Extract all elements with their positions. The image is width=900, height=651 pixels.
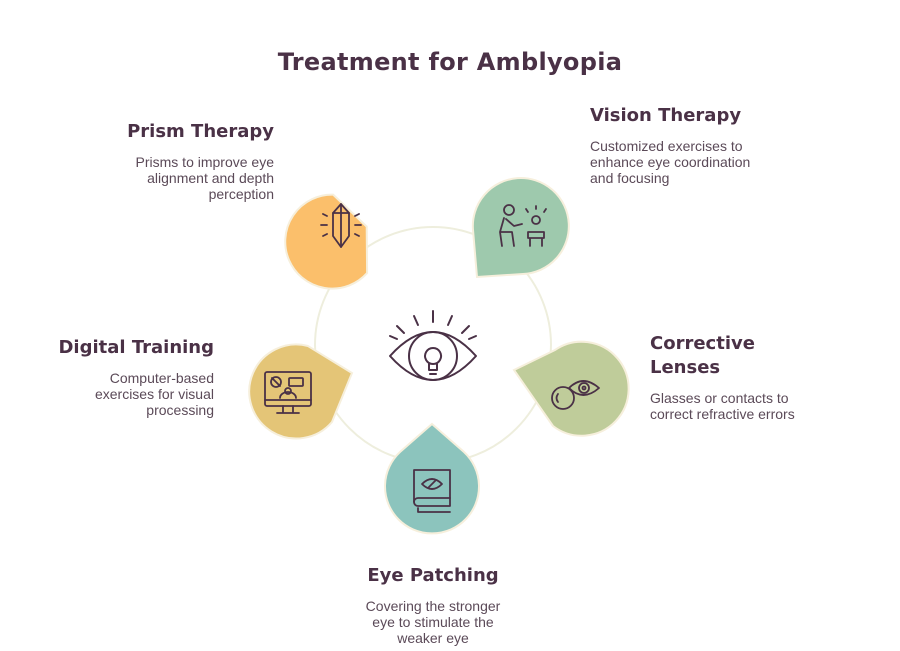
vision-therapy-title: Vision Therapy <box>590 105 742 126</box>
eye-patching-title: Eye Patching <box>367 565 499 586</box>
corrective-lenses-title: Corrective Lenses <box>650 333 755 378</box>
vision-teardrop <box>471 177 570 279</box>
vision-therapy-desc: Customized exercises to enhance eye coor… <box>590 138 751 186</box>
node-prism-therapy <box>284 193 369 290</box>
digital-training-desc: Computer-based exercises for visual proc… <box>94 370 214 418</box>
node-corrective-lenses <box>512 340 630 437</box>
prism-therapy-desc: Prisms to improve eye alignment and dept… <box>135 154 274 202</box>
prism-therapy-block: Prism Therapy Prisms to improve eye alig… <box>84 120 274 202</box>
vision-therapy-block: Vision Therapy Customized exercises to e… <box>590 104 770 186</box>
lenses-teardrop <box>512 340 630 437</box>
eye-lightbulb-icon <box>389 310 477 381</box>
corrective-lenses-desc: Glasses or contacts to correct refractiv… <box>650 390 795 422</box>
diagram-title: Treatment for Amblyopia <box>277 48 623 76</box>
node-eye-patching <box>384 422 480 535</box>
eye-patching-block: Eye Patching Covering the stronger eye t… <box>340 564 526 646</box>
digital-training-title: Digital Training <box>58 337 214 358</box>
book-eye-icon <box>413 469 451 513</box>
digital-teardrop <box>248 343 354 440</box>
prism-teardrop <box>284 193 369 290</box>
therapist-child-icon <box>499 204 547 247</box>
node-vision-therapy <box>471 177 570 279</box>
computer-screen-icon <box>264 371 312 414</box>
corrective-lenses-block: Corrective Lenses Glasses or contacts to… <box>650 332 830 422</box>
digital-training-block: Digital Training Computer-based exercise… <box>24 336 214 418</box>
crystal-prism-icon <box>320 203 362 248</box>
node-digital-training <box>248 343 354 440</box>
prism-therapy-title: Prism Therapy <box>127 121 274 142</box>
eye-patching-desc: Covering the stronger eye to stimulate t… <box>365 598 501 646</box>
contact-lens-eye-icon <box>551 380 600 410</box>
